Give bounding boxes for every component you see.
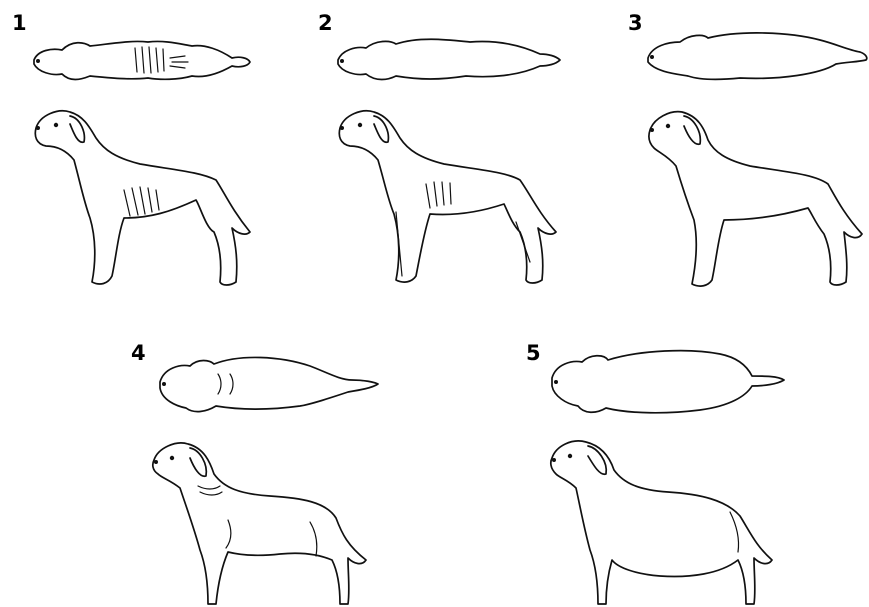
side-view-4: [153, 443, 366, 604]
panel-label-3: 3: [628, 11, 643, 35]
panel-3: 3: [628, 11, 867, 286]
panel-5: 5: [526, 341, 784, 604]
panel-4: 4: [131, 341, 378, 604]
side-view-1: [35, 111, 250, 285]
top-view-1: [34, 41, 250, 79]
side-view-5: [551, 441, 772, 604]
top-view-3: [648, 33, 867, 79]
panel-2: 2: [318, 11, 560, 283]
top-view-4: [160, 357, 378, 411]
panel-label-5: 5: [526, 341, 541, 365]
top-view-5: [552, 351, 784, 413]
panel-1: 1: [12, 11, 250, 285]
top-view-2: [338, 39, 560, 79]
panel-label-4: 4: [131, 341, 146, 365]
side-view-2: [339, 111, 556, 283]
panel-label-2: 2: [318, 11, 333, 35]
panel-label-1: 1: [12, 11, 27, 35]
side-view-3: [649, 112, 862, 286]
